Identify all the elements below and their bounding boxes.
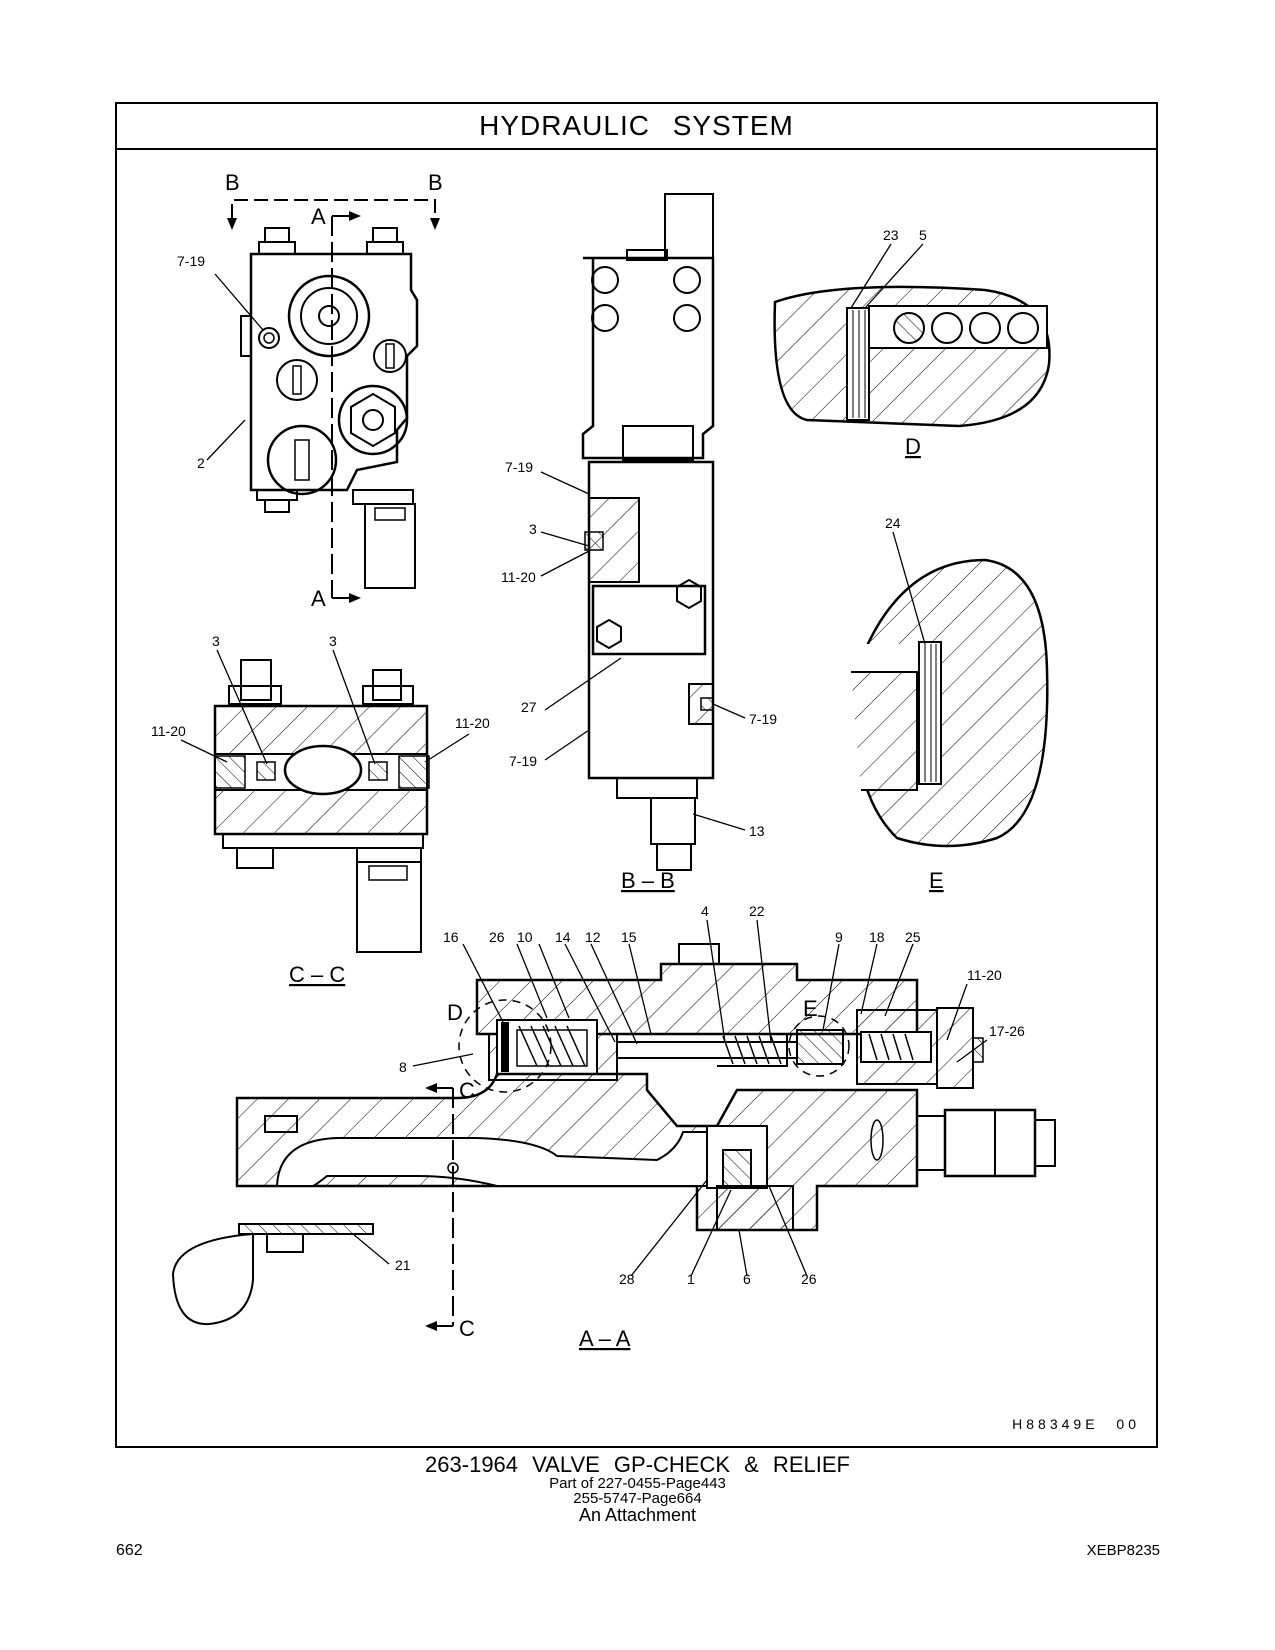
page-number: 662	[116, 1542, 143, 1559]
hydraulic-valve-diagram: B B A A 7-19 2	[151, 170, 1056, 1351]
section-c-label: C	[459, 1078, 475, 1103]
section-c-c-view: 3 3 11-20 11-20 C – C	[151, 633, 490, 987]
attachment-note: An Attachment	[578, 1505, 697, 1525]
section-a-label: A	[311, 204, 326, 229]
drawing-frame: HYDRAULIC SYSTEM	[115, 102, 1158, 1448]
callout-label: 6	[743, 1271, 751, 1287]
callout-label: 11-20	[151, 723, 186, 739]
callout-label: 16	[443, 929, 459, 945]
callout-label: 13	[749, 823, 765, 839]
callout-label: 15	[621, 929, 637, 945]
callout-label: 14	[555, 929, 571, 945]
callout-label: 2	[197, 455, 205, 471]
part-of: Part of 227-0455-Page443	[549, 1475, 726, 1492]
callout-label: 26	[801, 1271, 817, 1287]
callout-label: 24	[885, 515, 901, 531]
callout-label: 7-19	[749, 711, 777, 727]
callout-label: 22	[749, 903, 765, 919]
callout-label: 9	[835, 929, 843, 945]
section-c-label: C	[459, 1316, 475, 1341]
callout-label: 11-20	[967, 967, 1002, 983]
callout-label: 11-20	[455, 715, 490, 731]
part-title: 263-1964 VALVE GP-CHECK & RELIEF	[425, 1452, 850, 1477]
callout-label: 11-20	[501, 569, 536, 585]
view-title: E	[929, 868, 944, 893]
section-b-label: B	[225, 170, 240, 195]
detail-e-marker: E	[803, 996, 818, 1021]
callout-label: 4	[701, 903, 709, 919]
detail-d-marker: D	[447, 1000, 463, 1025]
callout-label: 7-19	[509, 753, 537, 769]
title-bar: HYDRAULIC SYSTEM	[117, 104, 1156, 150]
view-title: D	[905, 434, 921, 459]
section-b-b-view: 7-19 3 11-20 27 7-19 7-19 13 B – B	[501, 193, 777, 893]
callout-label: 28	[619, 1271, 635, 1287]
view-title: C – C	[289, 962, 345, 987]
view-title: A – A	[579, 1326, 631, 1351]
illustration-id: H88349E 00	[1012, 1416, 1140, 1432]
detail-d-view: 23 5 D	[773, 227, 1051, 459]
callout-label: 7-19	[177, 253, 205, 269]
callout-label: 17-26	[989, 1023, 1025, 1039]
section-a-a-view: 16 26 10 14 12 15 4 22 9 18 25 11-20 17-…	[171, 903, 1056, 1351]
top-view: B B A A 7-19 2	[177, 170, 443, 611]
callout-label: 5	[919, 227, 927, 243]
callout-label: 3	[529, 521, 537, 537]
callout-label: 8	[399, 1059, 407, 1075]
callout-label: 25	[905, 929, 921, 945]
callout-label: 27	[521, 699, 537, 715]
callout-label: 23	[883, 227, 899, 243]
callout-label: 21	[395, 1257, 411, 1273]
callout-label: 18	[869, 929, 885, 945]
part-of-secondary: 255-5747-Page664	[573, 1490, 702, 1507]
callout-label: 26	[489, 929, 505, 945]
callout-label: 12	[585, 929, 601, 945]
page-title: HYDRAULIC SYSTEM	[479, 110, 794, 141]
callout-label: 3	[212, 633, 220, 649]
section-b-label: B	[428, 170, 443, 195]
section-a-label: A	[311, 586, 326, 611]
detail-e-view: 24 E	[851, 515, 1049, 893]
callout-label: 1	[687, 1271, 695, 1287]
callout-label: 7-19	[505, 459, 533, 475]
view-title: B – B	[621, 868, 675, 893]
document-code: XEBP8235	[1086, 1542, 1160, 1559]
callout-label: 3	[329, 633, 337, 649]
callout-label: 10	[517, 929, 533, 945]
